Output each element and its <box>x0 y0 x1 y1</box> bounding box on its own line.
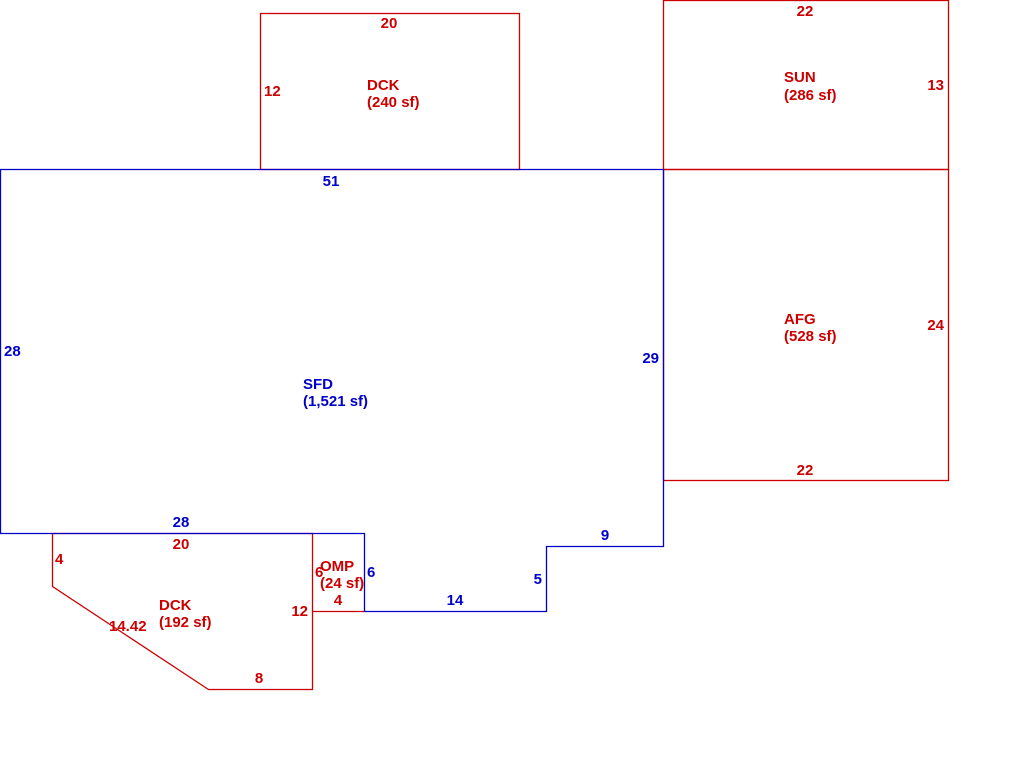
dck-bottom-code: DCK <box>159 597 192 614</box>
sfd-dim-right: 29 <box>642 350 659 367</box>
sfd-area: (1,521 sf) <box>303 393 368 410</box>
afg-dim-bottom: 22 <box>797 462 814 479</box>
omp-section: OMP (24 sf) 6 4 <box>312 558 365 613</box>
sun-dim-top: 22 <box>797 3 814 20</box>
dck-bottom-dim-diagonal: 14.42 <box>109 618 147 635</box>
sfd-section: SFD (1,521 sf) 51 28 29 28 9 5 14 6 <box>0 168 665 613</box>
sfd-dim-omp-side: 6 <box>367 564 375 581</box>
sfd-dim-notch-side: 5 <box>534 571 542 588</box>
dck-bottom-dim-left: 4 <box>55 551 64 568</box>
dck-bottom-area: (192 sf) <box>159 614 212 631</box>
dck-bottom-dim-bottom: 8 <box>255 670 263 687</box>
afg-code: AFG <box>784 311 816 328</box>
dck-top-area: (240 sf) <box>367 94 420 111</box>
sfd-outline <box>0 168 665 613</box>
afg-dim-right: 24 <box>927 317 944 334</box>
dck-top-dim-left: 12 <box>264 83 281 100</box>
sfd-dim-bottom-left: 28 <box>173 514 190 531</box>
sfd-dim-notch-top: 9 <box>601 527 609 544</box>
omp-dim-bottom: 4 <box>334 592 343 609</box>
dck-bottom-dim-right: 12 <box>291 603 308 620</box>
sfd-dim-left: 28 <box>4 343 21 360</box>
dck-bottom-dim-top: 20 <box>173 536 190 553</box>
afg-area: (528 sf) <box>784 328 837 345</box>
sfd-code: SFD <box>303 376 333 393</box>
dck-top-section: DCK (240 sf) 20 12 <box>259 12 521 171</box>
dck-top-code: DCK <box>367 77 400 94</box>
sun-section: SUN (286 sf) 22 13 <box>662 0 950 171</box>
sun-area: (286 sf) <box>784 87 837 104</box>
omp-code: OMP <box>320 558 354 575</box>
sfd-dim-top: 51 <box>323 173 340 190</box>
sun-code: SUN <box>784 69 816 86</box>
dck-top-dim-top: 20 <box>381 15 398 32</box>
dck-bottom-section: DCK (192 sf) 20 4 14.42 12 8 <box>51 532 314 691</box>
sun-dim-right: 13 <box>927 77 944 94</box>
sfd-dim-bottom-mid: 14 <box>447 592 464 609</box>
omp-dim-left: 6 <box>315 564 323 581</box>
afg-section: AFG (528 sf) 24 22 <box>662 168 950 482</box>
omp-area: (24 sf) <box>320 575 364 592</box>
